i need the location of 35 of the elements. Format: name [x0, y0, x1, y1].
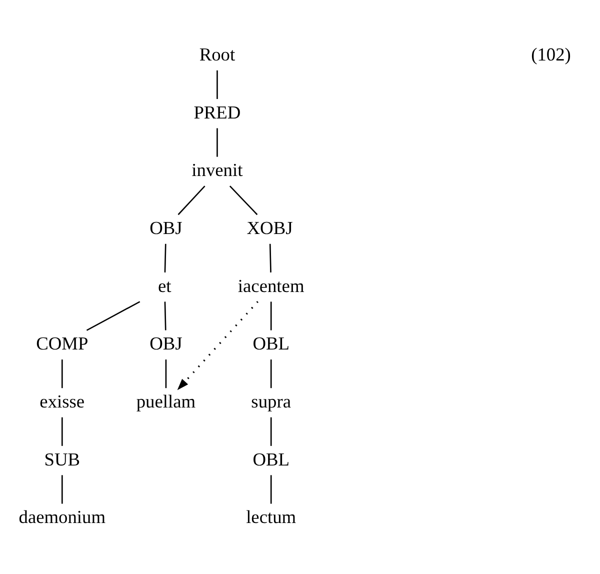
label: (102): [531, 44, 571, 65]
node-text: OBJ: [150, 218, 182, 238]
connector: [270, 360, 272, 388]
node-text: puellam: [136, 392, 196, 412]
node-text: daemonium: [18, 507, 106, 528]
node-text: supra: [251, 392, 291, 412]
node-text: XOBJ: [246, 218, 293, 238]
arrow: [177, 301, 258, 390]
connector: [164, 244, 166, 272]
connector: [270, 475, 272, 504]
connector: [61, 360, 63, 388]
node-text: COMP: [36, 334, 88, 354]
connector: [178, 186, 206, 216]
node-text: OBL: [252, 334, 290, 354]
node-text: PRED: [194, 102, 241, 122]
connector: [270, 302, 272, 330]
node-text: OBJ: [150, 334, 182, 354]
node-text: OBL: [252, 449, 290, 470]
node-text: SUB: [44, 449, 80, 470]
connector: [269, 244, 272, 272]
node-text: Root: [199, 44, 236, 65]
connector: [165, 360, 167, 388]
connector: [216, 70, 218, 99]
connector: [61, 417, 63, 446]
node-text: exisse: [40, 392, 85, 412]
connector: [216, 128, 218, 157]
connector: [164, 302, 166, 330]
node-text: lectum: [246, 507, 296, 528]
node-text: invenit: [192, 160, 243, 180]
node-text: et: [158, 276, 172, 296]
connector: [270, 417, 272, 446]
connector: [86, 301, 140, 331]
connector: [229, 186, 258, 216]
connector: [61, 475, 63, 504]
node-text: iacentem: [238, 276, 304, 296]
